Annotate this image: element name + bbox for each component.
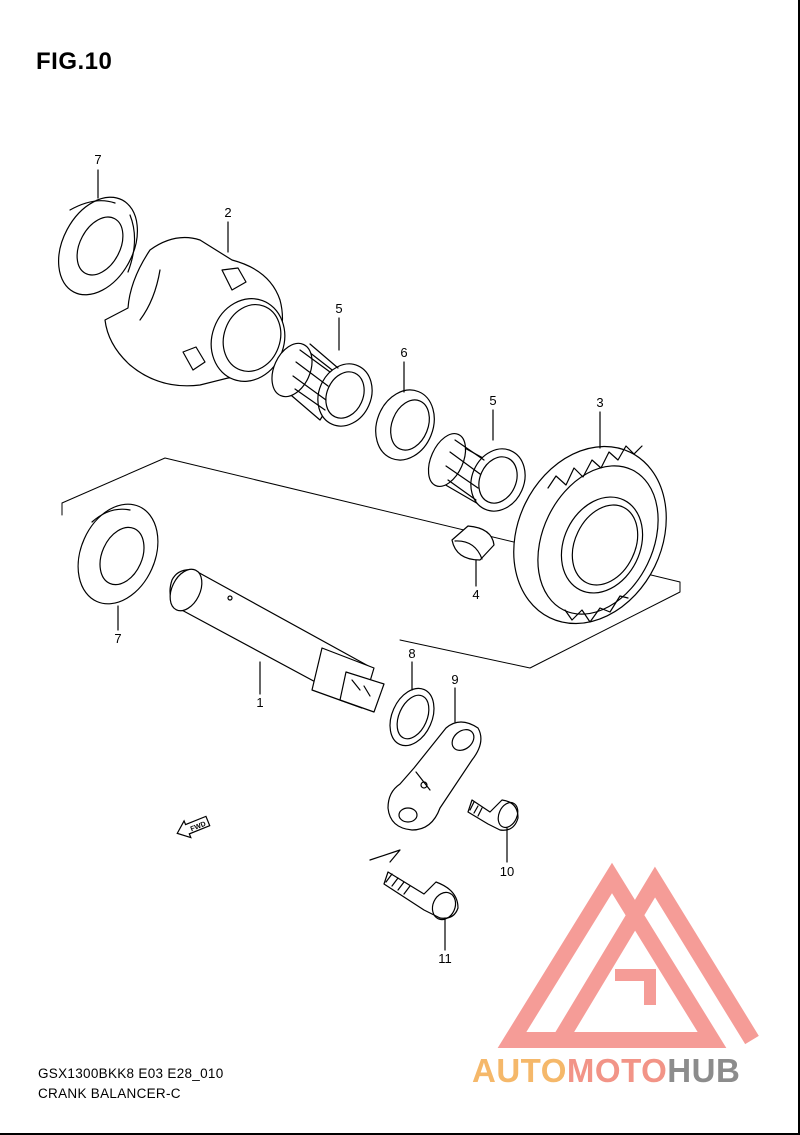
callout-6: 6 (400, 345, 407, 360)
fwd-arrow-icon: FWD (176, 815, 211, 839)
part-7-lower-oil-seal (77, 503, 159, 605)
watermark-part2: MOTO (566, 1052, 668, 1089)
automotohub-logo (497, 862, 759, 1048)
callout-7-lower: 7 (114, 631, 121, 646)
callout-10: 10 (500, 864, 514, 879)
callout-11: 11 (438, 951, 452, 966)
automotohub-watermark: AUTOMOTOHUB (472, 1052, 740, 1090)
callout-5-lower: 5 (489, 393, 496, 408)
part-6-spacer (375, 389, 435, 461)
callout-1: 1 (256, 695, 263, 710)
callout-9: 9 (451, 672, 458, 687)
callout-2: 2 (224, 205, 231, 220)
part-8-o-ring (389, 687, 435, 747)
watermark-part3: HUB (667, 1052, 741, 1089)
watermark-part1: AUTO (472, 1052, 567, 1089)
figure-title: FIG.10 (36, 48, 113, 75)
callout-5-upper: 5 (335, 301, 342, 316)
footer-part-name: CRANK BALANCER-C (38, 1086, 181, 1101)
part-11-flange-bolt (369, 849, 459, 921)
part-9-lever-arm (387, 721, 482, 831)
callout-3: 3 (596, 395, 603, 410)
part-7-top-oil-seal (58, 196, 138, 296)
callout-4: 4 (472, 587, 479, 602)
part-5-lower-needle-bearing (427, 433, 526, 512)
part-3-balancer-gear (513, 445, 667, 625)
footer-part-code: GSX1300BKK8 E03 E28_010 (38, 1066, 224, 1081)
part-2-balancer-weight (104, 237, 286, 387)
part-10-socket-bolt (467, 799, 519, 831)
callout-7-top: 7 (94, 152, 101, 167)
part-4-key (451, 525, 495, 561)
part-5-upper-needle-bearing (271, 342, 373, 427)
assembly-bracket-line (61, 457, 681, 669)
part-1-balancer-shaft (169, 568, 385, 713)
callout-8: 8 (408, 646, 415, 661)
